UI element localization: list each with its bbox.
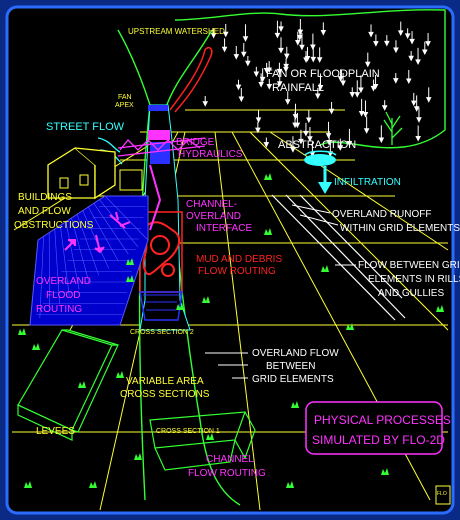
buildings-label-3: OBSTRUCTIONS [14, 220, 94, 231]
overland-flood-label-3: ROUTING [36, 304, 82, 315]
cross-section-2-label: CROSS SECTION 2 [130, 329, 194, 336]
tree-icon [383, 111, 403, 145]
logo-text: FLO [437, 491, 447, 497]
flood-arrows [64, 211, 131, 254]
rills-label-1: FLOW BETWEEN GRID [358, 260, 460, 271]
fan-apex-label-1: FAN [118, 94, 132, 101]
title-line-1: PHYSICAL PROCESSES [314, 413, 451, 427]
rainfall-label-2: RAINFALL [272, 82, 324, 94]
overland-runoff-label-1: OVERLAND RUNOFF [332, 209, 431, 220]
overland-runoff-label-2: WITHIN GRID ELEMENTS [340, 223, 460, 234]
main-channel [139, 104, 191, 331]
overland-flood-label-1: OVERLAND [36, 276, 91, 287]
rainfall-drops [202, 19, 432, 158]
channel-overland-label-1: CHANNEL- [186, 199, 237, 210]
cross-section-1-label: CROSS SECTION 1 [156, 428, 220, 435]
mud-label-2: FLOW ROUTING [198, 266, 276, 277]
abstraction-infiltration [304, 150, 337, 194]
bridge-label-1: BRIDGE [176, 137, 215, 148]
rills-lines [271, 194, 406, 321]
overland-flow-label-1: OVERLAND FLOW [252, 348, 339, 359]
variable-area-label-1: VARIABLE AREA [126, 376, 204, 387]
text-labels: UPSTREAM WATERSHED FAN APEX FAN OR FLOOD… [14, 27, 460, 479]
fan-apex-label-2: APEX [115, 102, 134, 109]
flood-grid [29, 195, 149, 326]
channel-overland-label-3: INTERFACE [196, 223, 252, 234]
buildings [47, 147, 143, 200]
ridge-line [169, 46, 213, 113]
flo-logo: FLO [435, 485, 451, 505]
rainfall-label-1: FAN OR FLOODPLAIN [266, 68, 380, 80]
grass-tufts [18, 173, 444, 488]
levees-label: LEVEES [36, 426, 75, 437]
buildings-label-2: AND FLOW [18, 206, 71, 217]
variable-area-label-2: CROSS SECTIONS [120, 389, 210, 400]
title-line-2: SIMULATED BY FLO-2D [312, 433, 445, 447]
overland-flow-label-2: BETWEEN [266, 361, 315, 372]
bridge [117, 137, 206, 157]
buildings-label-1: BUILDINGS [18, 192, 72, 203]
overland-flood-label-2: FLOOD [46, 290, 80, 301]
channel-overland-label-2: OVERLAND [186, 211, 241, 222]
rills-label-2: ELEMENTS IN RILLS [368, 274, 460, 285]
bridge-label-2: HYDRAULICS [178, 149, 243, 160]
title-box: PHYSICAL PROCESSES SIMULATED BY FLO-2D [305, 401, 451, 455]
rills-label-3: AND GULLIES [378, 288, 444, 299]
channel-routing-label-2: FLOW ROUTING [188, 468, 266, 479]
upstream-watershed-label: UPSTREAM WATERSHED [128, 27, 225, 36]
abstraction-label: ABSTRACTION [278, 139, 356, 151]
channel-routing-label-1: CHANNEL [206, 454, 254, 465]
infiltration-label: INFILTRATION [334, 177, 401, 188]
levee [17, 329, 119, 441]
cross-section-1 [149, 411, 256, 471]
overland-flow-label-3: GRID ELEMENTS [252, 374, 334, 385]
mud-label-1: MUD AND DEBRIS [196, 254, 282, 265]
street-flow-label: STREET FLOW [46, 121, 125, 133]
